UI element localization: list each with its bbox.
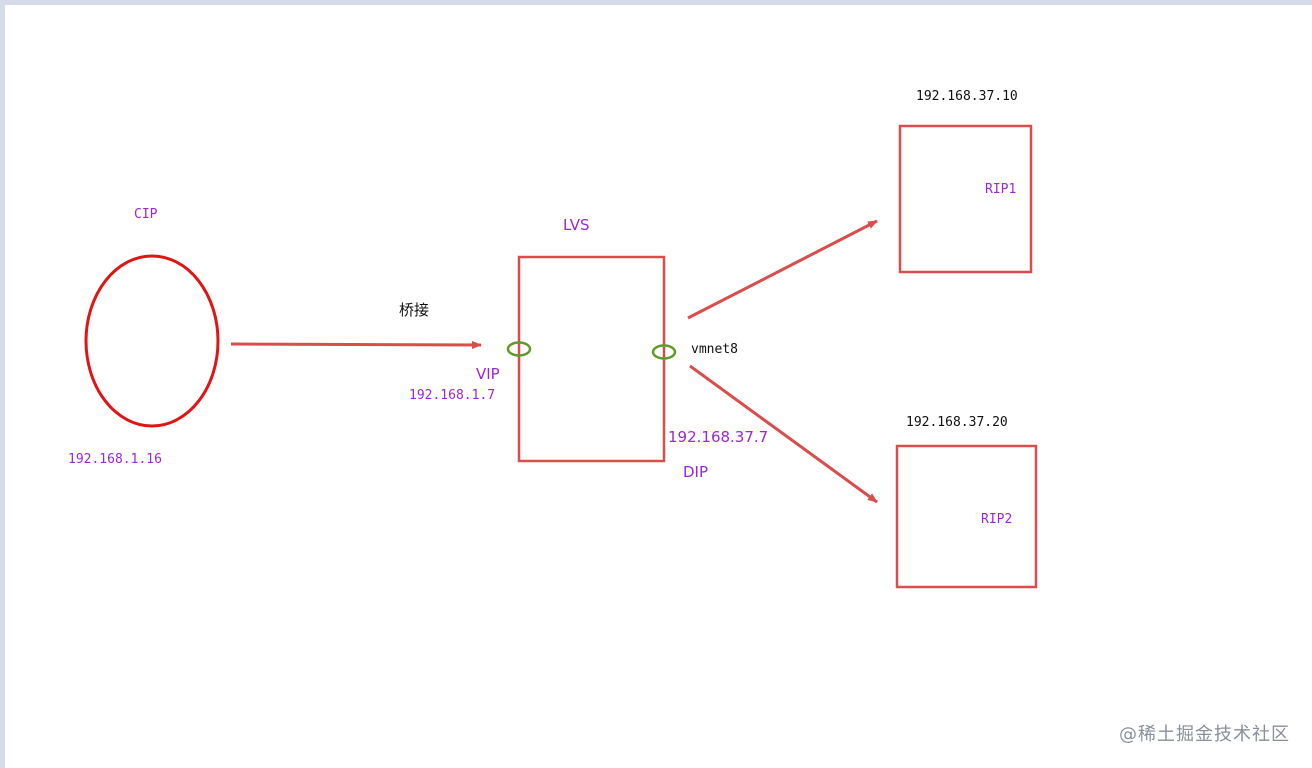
rs2-ip-label: 192.168.37.20 bbox=[906, 415, 1008, 430]
vmnet-label: vmnet8 bbox=[691, 342, 738, 357]
client-node bbox=[84, 254, 220, 428]
bridge-arrow bbox=[230, 340, 482, 349]
arrow-to-rs1 bbox=[687, 219, 878, 320]
lvs-label: LVS bbox=[563, 216, 590, 234]
window-top-border bbox=[0, 0, 1312, 5]
dip-label: DIP bbox=[683, 463, 709, 481]
watermark: @稀土掘金技术社区 bbox=[1119, 724, 1290, 745]
rs1-ip-label: 192.168.37.10 bbox=[916, 89, 1018, 104]
rip1-label: RIP1 bbox=[985, 182, 1017, 197]
rs2-box bbox=[895, 444, 1038, 589]
rip2-label: RIP2 bbox=[981, 512, 1013, 527]
rs1-box bbox=[898, 124, 1033, 274]
dip-ip-label: 192.168.37.7 bbox=[668, 428, 769, 446]
arrow-to-rs2 bbox=[689, 364, 878, 504]
vip-label: VIP bbox=[476, 365, 500, 383]
lvs-box bbox=[517, 255, 666, 463]
cip-ip-label: 192.168.1.16 bbox=[68, 452, 162, 467]
cip-label: CIP bbox=[134, 207, 158, 222]
vip-ip-label: 192.168.1.7 bbox=[409, 388, 496, 403]
dip-interface-ring bbox=[651, 344, 677, 360]
vip-interface-ring bbox=[506, 341, 532, 357]
window-left-border bbox=[0, 0, 5, 768]
bridge-label: 桥接 bbox=[399, 301, 430, 319]
